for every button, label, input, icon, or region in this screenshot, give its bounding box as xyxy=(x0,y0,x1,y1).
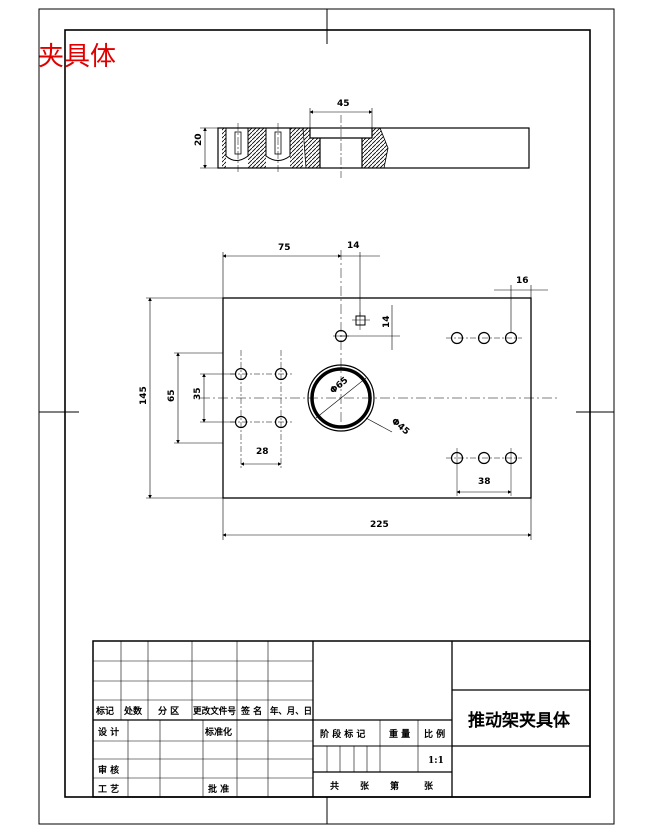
label-di: 第 xyxy=(390,780,399,792)
right-bottom-hole-group xyxy=(446,448,522,496)
dim-14-side: 14 xyxy=(382,315,392,328)
scale-value: 1:1 xyxy=(428,756,444,766)
corner-title: 夹具体 xyxy=(38,42,116,72)
dim-16: 16 xyxy=(516,276,529,286)
label-biaoji: 标记 xyxy=(95,705,114,717)
label-bili: 比 例 xyxy=(424,728,445,740)
label-pizhun: 批 准 xyxy=(208,783,229,795)
left-hole-group xyxy=(230,350,292,468)
label-zhang2: 张 xyxy=(424,780,434,792)
drawing-name: 推动架夹具体 xyxy=(468,710,571,731)
dim-65: 65 xyxy=(167,389,177,402)
label-gongyi: 工 艺 xyxy=(98,783,119,795)
dim-dia-outer: Φ45 xyxy=(389,417,411,438)
label-shenhe: 审 核 xyxy=(98,764,119,776)
label-gong: 共 xyxy=(330,780,339,792)
dim-145: 145 xyxy=(139,386,149,405)
dim-14-top: 14 xyxy=(347,241,360,251)
title-block-text: 标记 处数 分 区 更改文件号 签 名 年、月、日 设 计 标准化 审 核 工 … xyxy=(95,705,571,795)
label-sheji: 设 计 xyxy=(98,726,119,738)
label-jieduan: 阶 段 标 记 xyxy=(320,728,365,740)
label-genggai: 更改文件号 xyxy=(193,705,236,717)
label-biaozhunhua: 标准化 xyxy=(204,726,232,738)
right-top-hole-group xyxy=(446,331,522,345)
label-fenqu: 分 区 xyxy=(158,705,179,717)
front-section-view: 45 20 xyxy=(194,99,530,178)
dim-45: 45 xyxy=(337,99,350,109)
label-qianming: 签 名 xyxy=(240,705,262,717)
label-chushu: 处数 xyxy=(123,705,143,717)
dim-28: 28 xyxy=(256,447,269,457)
label-nianyueri: 年、月、日 xyxy=(270,705,312,717)
dim-35: 35 xyxy=(193,387,203,400)
plan-view: Φ65 Φ45 xyxy=(139,241,558,540)
title-block xyxy=(92,640,591,798)
dim-20: 20 xyxy=(194,133,204,146)
label-zhang1: 张 xyxy=(360,780,370,792)
label-zhongliang: 重 量 xyxy=(389,728,410,740)
dim-38: 38 xyxy=(478,477,491,487)
dim-75: 75 xyxy=(278,243,291,253)
sheet-border xyxy=(38,8,615,825)
dim-225: 225 xyxy=(370,520,389,530)
